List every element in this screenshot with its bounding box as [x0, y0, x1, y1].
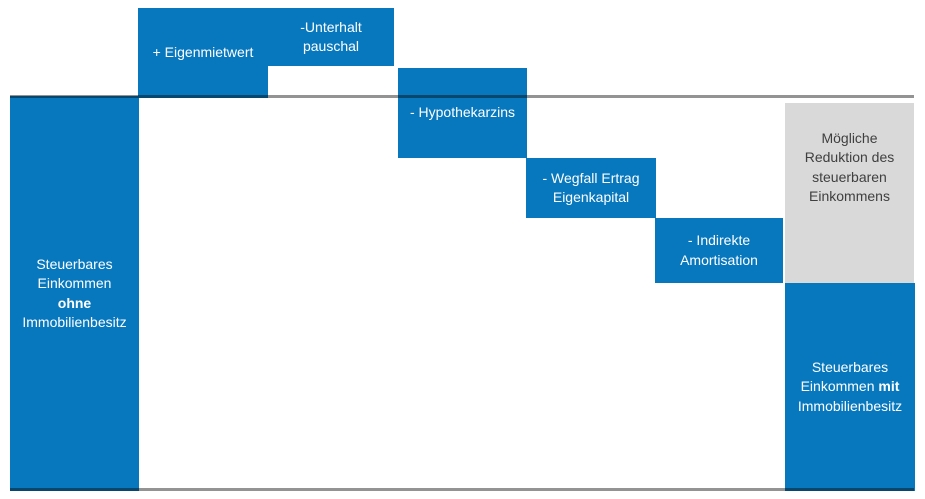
bar-wegfall-ertrag-decrease: - Wegfall Ertrag Eigenkapital: [526, 158, 656, 218]
bar-unterhalt-label: -Unterhalt pauschal: [300, 18, 362, 54]
bar-unterhalt-decrease: -Unterhalt pauschal: [268, 8, 394, 66]
box-moegliche-reduktion: Mögliche Reduktion des steuerbaren Einko…: [785, 103, 914, 283]
bar-end-income: Steuerbares Einkommen mit Immobilienbesi…: [785, 283, 915, 491]
bar-hypothekarzins-decrease: - Hypothekarzins: [398, 68, 527, 158]
baseline-zero-level: [10, 488, 914, 491]
bar-eigenmietwert-increase: + Eigenmietwert: [138, 8, 268, 98]
box-moegliche-reduktion-label: Mögliche Reduktion des steuerbaren Einko…: [804, 130, 895, 204]
bar-indirekte-amortisation-label: - Indirekte Amortisation: [680, 232, 758, 268]
baseline-start-level: [10, 95, 914, 98]
bar-hypothekarzins-label: - Hypothekarzins: [409, 104, 516, 121]
bar-indirekte-amortisation-decrease: - Indirekte Amortisation: [655, 218, 783, 283]
bar-eigenmietwert-label: + Eigenmietwert: [152, 44, 254, 61]
bar-start-income: Steuerbares Einkommen ohne Immobilienbes…: [10, 96, 139, 491]
bar-wegfall-ertrag-label: - Wegfall Ertrag Eigenkapital: [542, 169, 640, 205]
bar-start-income-label: Steuerbares Einkommen ohne Immobilienbes…: [22, 255, 127, 330]
bar-end-income-label: Steuerbares Einkommen mit Immobilienbesi…: [797, 359, 903, 414]
